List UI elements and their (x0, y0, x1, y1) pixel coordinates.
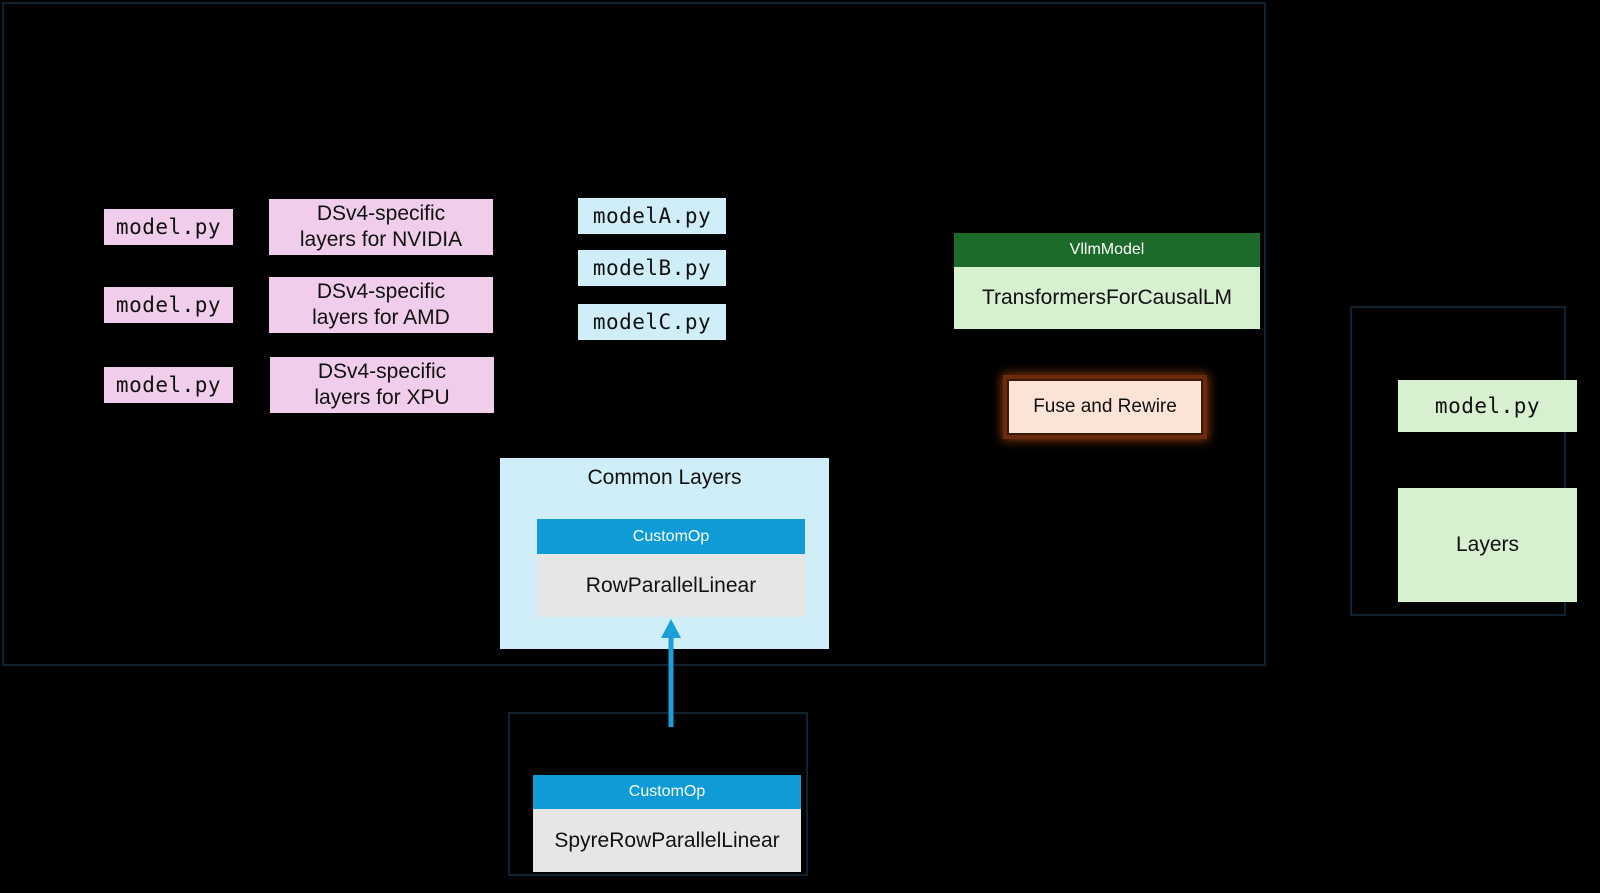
vllm-model-body: TransformersForCausalLM (981, 286, 1233, 309)
dsv4-xpu-line2: layers for XPU (314, 386, 450, 409)
model-file-amd: model.py (104, 287, 233, 323)
custom-op-header: CustomOp (537, 519, 805, 554)
common-layers-box: Common Layers CustomOp RowParallelLinear (500, 458, 829, 649)
arrow-head (661, 619, 681, 638)
right-frame (1350, 306, 1566, 616)
dsv4-amd-layers: DSv4-specific layers for AMD (269, 277, 493, 333)
spyre-frame (508, 712, 808, 876)
right-model-file: model.py (1398, 380, 1577, 432)
spyre-row-parallel-linear-op: CustomOp SpyreRowParallelLinear (533, 775, 801, 872)
dsv4-nvidia-line2: layers for NVIDIA (299, 228, 463, 251)
dsv4-amd-line2: layers for AMD (312, 306, 450, 329)
dsv4-xpu-line1: DSv4-specific (317, 360, 447, 383)
vllm-model-box: VllmModel TransformersForCausalLM (954, 233, 1260, 329)
vllm-model-header: VllmModel (954, 233, 1260, 267)
row-parallel-linear-label: RowParallelLinear (585, 573, 757, 597)
dsv4-nvidia-line1: DSv4-specific (316, 202, 446, 225)
row-parallel-linear-op: CustomOp RowParallelLinear (537, 519, 805, 617)
spyre-row-parallel-linear-label: SpyreRowParallelLinear (554, 828, 780, 852)
model-file-xpu: model.py (104, 367, 233, 403)
model-c-file: modelC.py (578, 304, 726, 340)
model-b-file: modelB.py (578, 250, 726, 286)
fuse-and-rewire-box: Fuse and Rewire (1007, 379, 1203, 435)
right-layers-box: Layers (1398, 488, 1577, 602)
model-file-nvidia: model.py (104, 209, 233, 245)
dsv4-amd-line1: DSv4-specific (316, 280, 446, 303)
dsv4-nvidia-layers: DSv4-specific layers for NVIDIA (269, 199, 493, 255)
spyre-custom-op-header: CustomOp (533, 775, 801, 809)
main-frame (2, 2, 1266, 666)
dsv4-xpu-layers: DSv4-specific layers for XPU (270, 357, 494, 413)
common-layers-title: Common Layers (587, 466, 742, 489)
model-a-file: modelA.py (578, 198, 726, 234)
